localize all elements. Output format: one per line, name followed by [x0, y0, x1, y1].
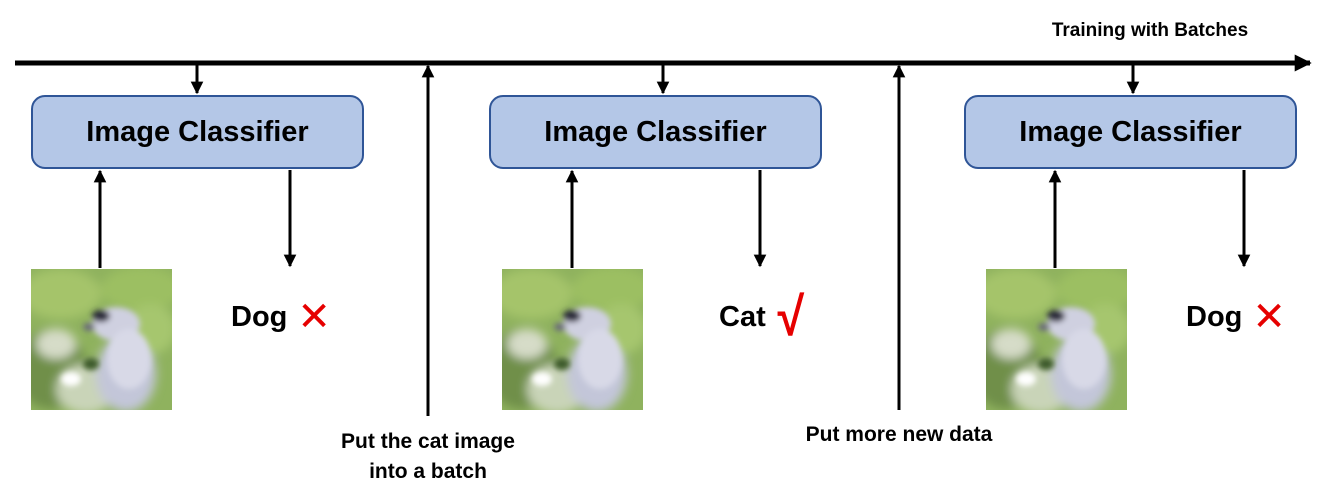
- prediction: Dog ✕: [231, 292, 331, 342]
- wrong-mark-icon: ✕: [1252, 295, 1286, 339]
- event-label-line: into a batch: [369, 460, 487, 483]
- prediction: Dog ✕: [1186, 292, 1286, 342]
- correct-mark-icon: √: [777, 287, 804, 347]
- wrong-mark-icon: ✕: [297, 295, 331, 339]
- cat-image: [502, 269, 643, 410]
- timeline-title: Training with Batches: [1051, 20, 1249, 41]
- event-label: Put the cat image into a batch: [308, 427, 548, 487]
- prediction-label: Dog: [1186, 300, 1243, 333]
- prediction-label: Cat: [719, 300, 766, 333]
- cat-image: [986, 269, 1127, 410]
- classifier-box: Image Classifier: [489, 95, 822, 169]
- cat-image: [31, 269, 172, 410]
- classifier-box: Image Classifier: [31, 95, 364, 169]
- classifier-box: Image Classifier: [964, 95, 1297, 169]
- prediction: Cat √: [719, 287, 805, 347]
- event-label-line: Put the cat image: [341, 430, 515, 453]
- classifier-label: Image Classifier: [544, 115, 767, 148]
- prediction-label: Dog: [231, 300, 288, 333]
- event-label: Put more new data: [769, 420, 1029, 450]
- event-label-line: Put more new data: [805, 423, 993, 446]
- classifier-label: Image Classifier: [86, 115, 309, 148]
- classifier-label: Image Classifier: [1019, 115, 1242, 148]
